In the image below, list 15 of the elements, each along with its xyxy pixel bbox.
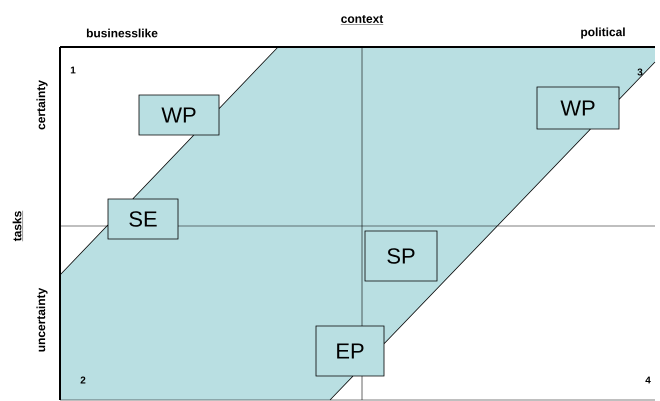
quadrant-number: 2 — [80, 376, 86, 384]
axis-title: tasks — [12, 210, 23, 242]
axis-end-label: uncertainty — [36, 288, 48, 352]
label-box: EP — [316, 326, 384, 376]
quadrant-number: 3 — [637, 68, 642, 76]
axis-end-label: certainty — [36, 80, 48, 130]
label-box: WP — [138, 94, 220, 136]
quadrant-number: 1 — [70, 66, 76, 74]
axis-title: context — [340, 15, 384, 25]
label-box: SE — [108, 198, 178, 240]
label-box: SP — [364, 230, 438, 282]
axis-end-label: political — [581, 27, 625, 39]
quadrant-number: 4 — [645, 376, 651, 384]
axis-end-label: businesslike — [86, 28, 158, 38]
label-box: WP — [536, 86, 620, 130]
